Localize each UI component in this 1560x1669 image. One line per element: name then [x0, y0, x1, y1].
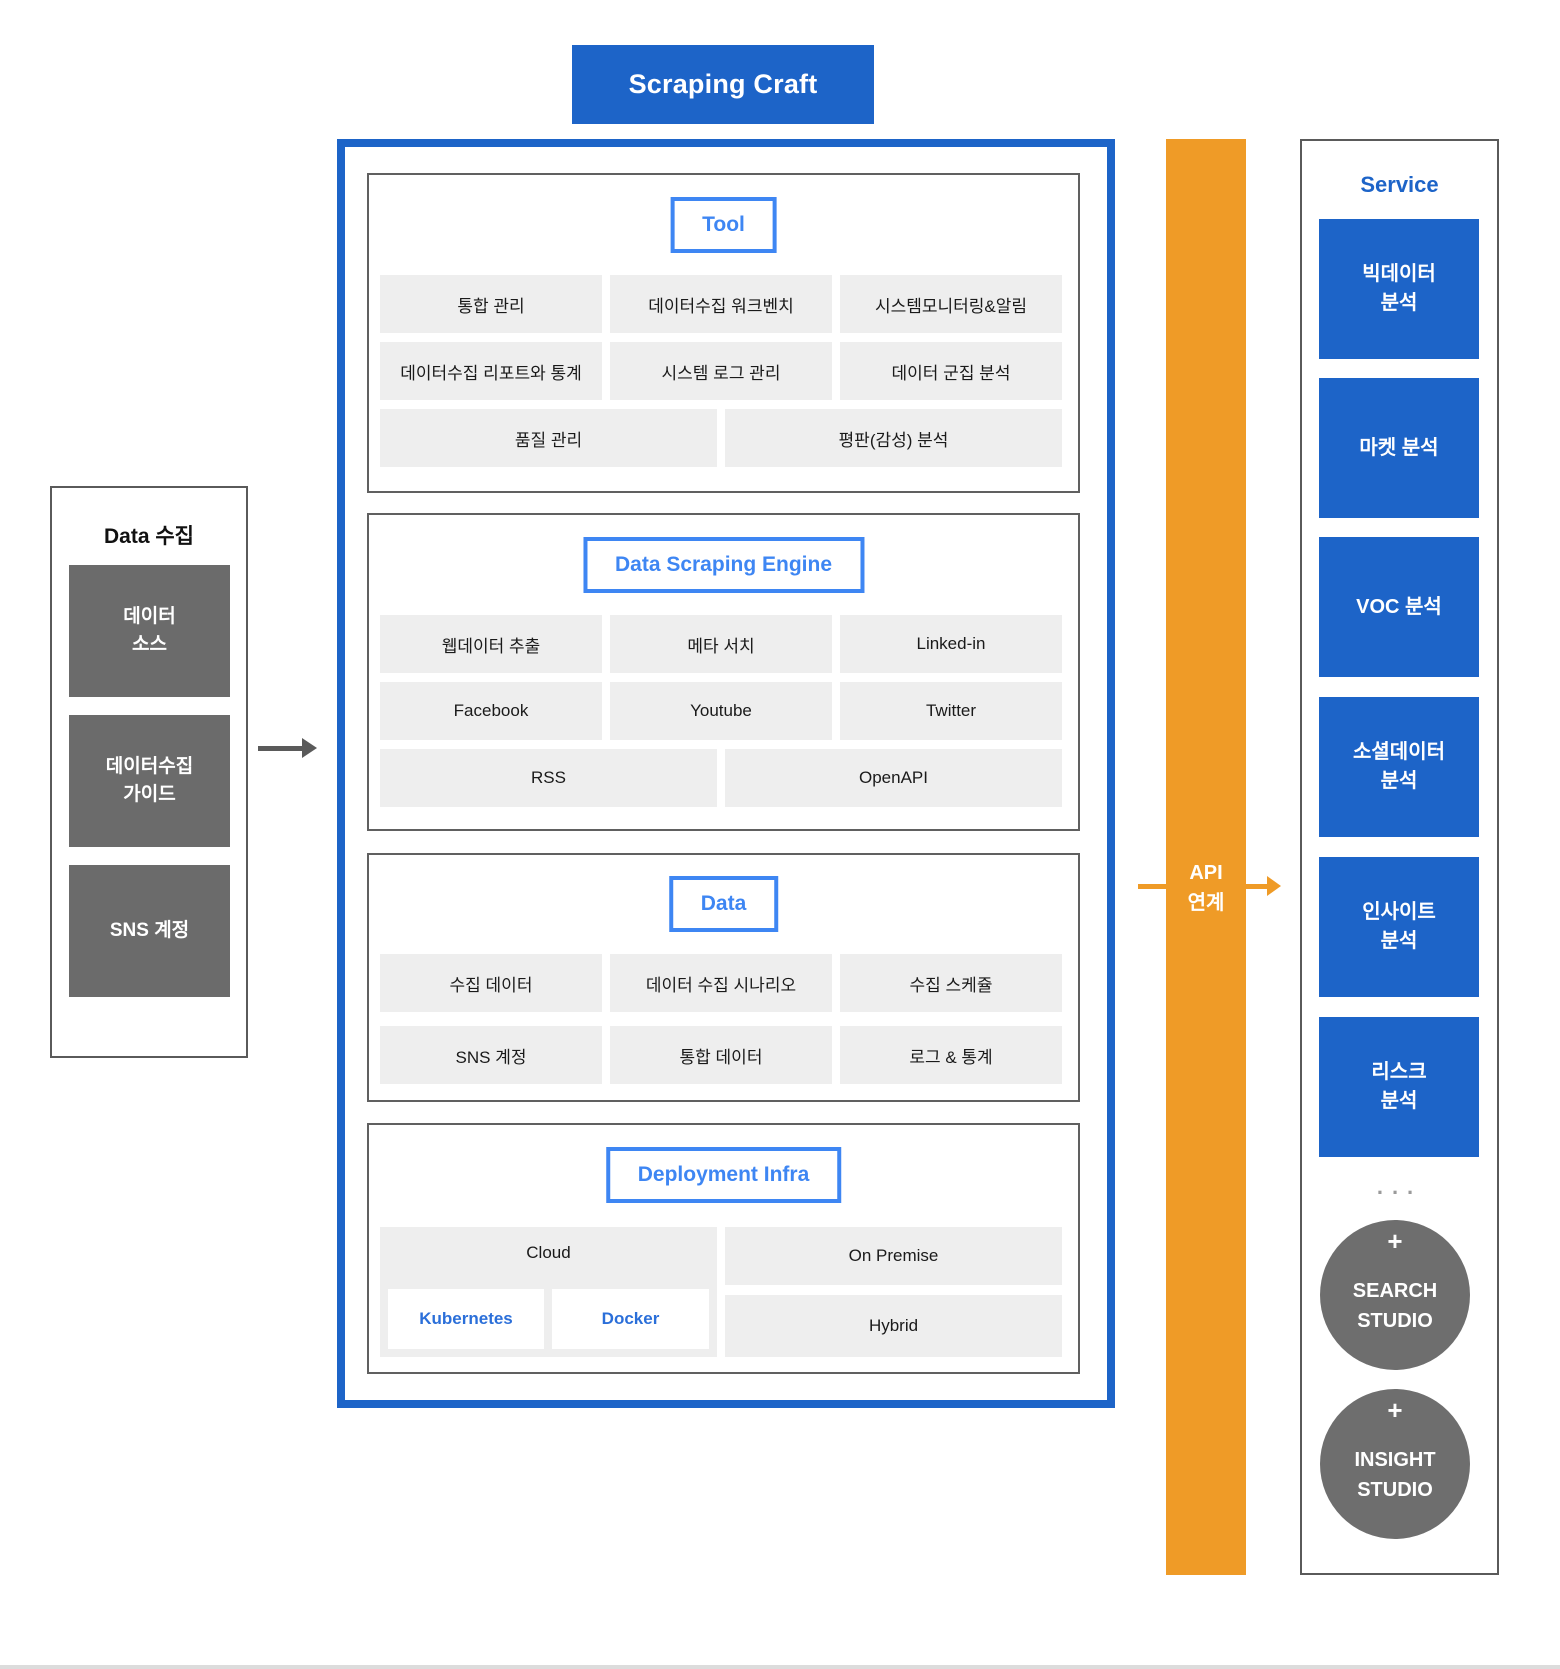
- chip-sns-account: SNS 계정: [380, 1026, 602, 1084]
- chip-collect-scenario: 데이터 수집 시나리오: [610, 954, 832, 1012]
- api-link-label: API 연계: [1187, 862, 1225, 914]
- service-ellipsis: ...: [1376, 1174, 1423, 1199]
- chip-hybrid: Hybrid: [725, 1295, 1062, 1357]
- service-box-voc: VOC 분석: [1319, 537, 1479, 677]
- data-collect-panel-title: Data 수집: [104, 525, 194, 548]
- data-collect-guide-box: 데이터수집 가이드: [69, 715, 230, 847]
- api-link-bar: [1166, 139, 1246, 1575]
- chip-twitter: Twitter: [840, 682, 1062, 740]
- service-box-bigdata: 빅데이터 분석: [1319, 219, 1479, 359]
- flow-arrow-icon: [302, 738, 317, 758]
- chip-meta-search: 메타 서치: [610, 615, 832, 673]
- data-section: Data 수집 데이터 데이터 수집 시나리오 수집 스케쥴 SNS 계정 통합…: [367, 853, 1080, 1102]
- engine-section: Data Scraping Engine 웹데이터 추출 메타 서치 Linke…: [367, 513, 1080, 831]
- chip-cloud: Cloud Kubernetes Docker: [380, 1227, 717, 1357]
- insight-studio-label: INSIGHT STUDIO: [1354, 1449, 1436, 1501]
- api-link-right-arrow-line: [1246, 884, 1268, 889]
- service-box-risk: 리스크 분석: [1319, 1017, 1479, 1157]
- chip-log-statistics: 로그 & 통계: [840, 1026, 1062, 1084]
- chip-integrated-data: 통합 데이터: [610, 1026, 832, 1084]
- chip-on-premise: On Premise: [725, 1227, 1062, 1285]
- chip-collected-data: 수집 데이터: [380, 954, 602, 1012]
- chip-sentiment-analysis: 평판(감성) 분석: [725, 409, 1062, 467]
- flow-arrow-line: [258, 746, 303, 751]
- chip-data-collect-workbench: 데이터수집 워크벤치: [610, 275, 832, 333]
- deploy-section: Deployment Infra Cloud Kubernetes Docker…: [367, 1123, 1080, 1374]
- chip-quality-management: 품질 관리: [380, 409, 717, 467]
- search-studio-label: SEARCH STUDIO: [1352, 1280, 1438, 1332]
- service-box-social: 소셜데이터 분석: [1319, 697, 1479, 837]
- chip-linkedin: Linked-in: [840, 615, 1062, 673]
- app-title: Scraping Craft: [572, 45, 874, 124]
- plus-icon: +: [1387, 1226, 1403, 1256]
- bottom-edge-strip: [0, 1665, 1560, 1669]
- tool-section-label: Tool: [670, 197, 777, 253]
- sns-account-box: SNS 계정: [69, 865, 230, 997]
- chip-report-statistics: 데이터수집 리포트와 통계: [380, 342, 602, 400]
- chip-data-cluster-analysis: 데이터 군집 분석: [840, 342, 1062, 400]
- search-studio-circle: + SEARCH STUDIO: [1320, 1220, 1470, 1370]
- chip-openapi: OpenAPI: [725, 749, 1062, 807]
- service-panel-title: Service: [1360, 172, 1439, 197]
- api-link-left-connector: [1138, 884, 1166, 889]
- chip-docker: Docker: [552, 1289, 709, 1349]
- chip-collect-schedule: 수집 스케쥴: [840, 954, 1062, 1012]
- plus-icon: +: [1387, 1395, 1403, 1425]
- service-box-market: 마켓 분석: [1319, 378, 1479, 518]
- deploy-section-label: Deployment Infra: [605, 1147, 842, 1203]
- chip-system-monitoring-alert: 시스템모니터링&알림: [840, 275, 1062, 333]
- tool-section: Tool 통합 관리 데이터수집 워크벤치 시스템모니터링&알림 데이터수집 리…: [367, 173, 1080, 493]
- data-section-label: Data: [668, 876, 779, 932]
- service-box-insight: 인사이트 분석: [1319, 857, 1479, 997]
- engine-section-label: Data Scraping Engine: [582, 537, 865, 593]
- chip-kubernetes: Kubernetes: [388, 1289, 544, 1349]
- chip-facebook: Facebook: [380, 682, 602, 740]
- chip-youtube: Youtube: [610, 682, 832, 740]
- chip-cloud-label: Cloud: [526, 1243, 571, 1262]
- data-source-box: 데이터 소스: [69, 565, 230, 697]
- chip-web-data-extract: 웹데이터 추출: [380, 615, 602, 673]
- chip-system-log-management: 시스템 로그 관리: [610, 342, 832, 400]
- chip-integrated-management: 통합 관리: [380, 275, 602, 333]
- insight-studio-circle: + INSIGHT STUDIO: [1320, 1389, 1470, 1539]
- api-link-right-arrow-icon: [1267, 876, 1281, 896]
- chip-rss: RSS: [380, 749, 717, 807]
